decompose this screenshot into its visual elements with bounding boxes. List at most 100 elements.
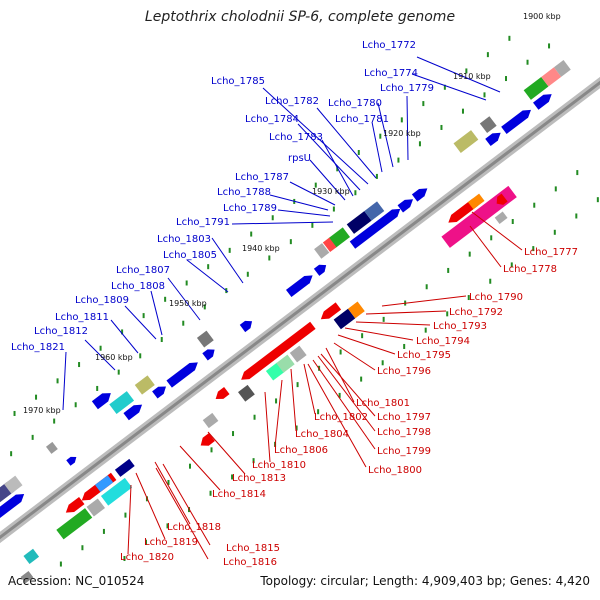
scale-tick [336,166,339,172]
leader-line [135,472,166,540]
scale-tick [483,92,486,98]
scale-tick [164,296,167,302]
scale-tick [505,76,508,82]
forward-gene-label: Lcho_1791 [176,217,230,228]
scale-tick [185,280,188,286]
scale-tick [361,333,364,339]
scale-tick [74,402,77,408]
forward-gene-label: Lcho_1782 [265,96,319,107]
scale-tick [397,157,400,163]
scale-tick [35,394,38,400]
feature-box [23,548,40,564]
feature-box [479,116,497,134]
scale-tick [13,410,16,416]
kbp-scale-label: 1960 kbp [95,353,133,362]
feature-box [86,498,106,517]
forward-gene-arrow [166,362,198,388]
feature-box [276,354,295,373]
reverse-gene-arrow [215,386,230,400]
feature-box [109,391,135,414]
leader-line [317,355,376,432]
forward-gene-arrow [239,320,253,333]
map-title: Leptothrix cholodnii SP-6, complete geno… [144,9,456,25]
feature-box [56,508,93,540]
scale-tick [314,182,317,188]
scale-tick [379,133,382,139]
scale-tick [96,385,99,391]
scale-tick [381,360,384,366]
scale-tick [360,376,363,382]
scale-tick [78,362,81,368]
scale-tick [338,392,341,398]
forward-gene-arrow [91,393,111,410]
leader-line [469,225,502,268]
leader-line [290,368,297,432]
scale-tick [59,561,62,567]
feature-box [202,412,219,429]
forward-gene-label: Lcho_1788 [217,187,271,198]
feature-box [494,211,508,224]
scale-tick [548,43,551,49]
scale-tick [295,425,298,431]
feature-box [238,384,255,402]
leader-line [320,353,376,417]
forward-gene-arrow [152,386,166,399]
feature-box [100,477,133,506]
scale-tick [422,101,425,107]
feature-box [94,475,114,493]
scale-tick [31,434,34,440]
forward-gene-label: Lcho_1784 [245,114,299,125]
forward-gene-label: Lcho_1811 [55,312,109,323]
leader-line [381,295,467,307]
scale-tick [400,117,403,123]
kbp-scale-label: 1910 kbp [453,72,491,81]
reverse-gene-label: Lcho_1802 [314,412,368,423]
forward-gene-label: Lcho_1808 [111,281,165,292]
scale-tick [56,378,59,384]
reverse-gene-arrow [320,302,342,320]
leader-line [154,461,191,525]
scale-tick [139,353,142,359]
leaders-layer [62,56,523,560]
scale-tick [10,451,13,457]
leader-line [344,327,414,341]
reverse-gene-label: Lcho_1804 [295,429,349,440]
reverse-gene-label: Lcho_1793 [433,321,487,332]
reverse-gene-label: Lcho_1794 [416,336,470,347]
scale-tick [253,414,256,420]
forward-gene-arrow [313,264,327,276]
reverse-gene-label: Lcho_1814 [212,489,266,500]
scale-tick [467,295,470,301]
leader-line [316,107,377,179]
scale-tick [144,539,147,545]
scale-tick [188,463,191,469]
feature-box [346,211,372,234]
kbp-scale-label: 1970 kbp [23,406,61,415]
leader-line [365,310,447,315]
scale-tick [210,447,213,453]
scale-tick [123,556,126,562]
leader-line [269,194,329,211]
reverse-gene-label: Lcho_1797 [377,412,431,423]
reverse-gene-label: Lcho_1790 [469,292,523,303]
backbone-layer [0,76,600,544]
scale-tick [317,409,320,415]
pseudo-feature-box [553,60,571,77]
leader-line [371,121,383,173]
forward-gene-arrow [202,349,215,361]
leader-line [110,319,139,354]
forward-gene-label: Lcho_1779 [380,83,434,94]
scale-tick [99,345,102,351]
feature-box [328,227,351,248]
scale-tick [271,215,274,221]
scale-tick [268,255,271,261]
feature-box [453,130,479,153]
forward-gene-arrow [533,94,552,110]
scale-tick [403,343,406,349]
leader-line [406,95,409,161]
leader-line [289,181,336,206]
leader-line [333,342,376,371]
forward-gene-label: Lcho_1807 [116,265,170,276]
